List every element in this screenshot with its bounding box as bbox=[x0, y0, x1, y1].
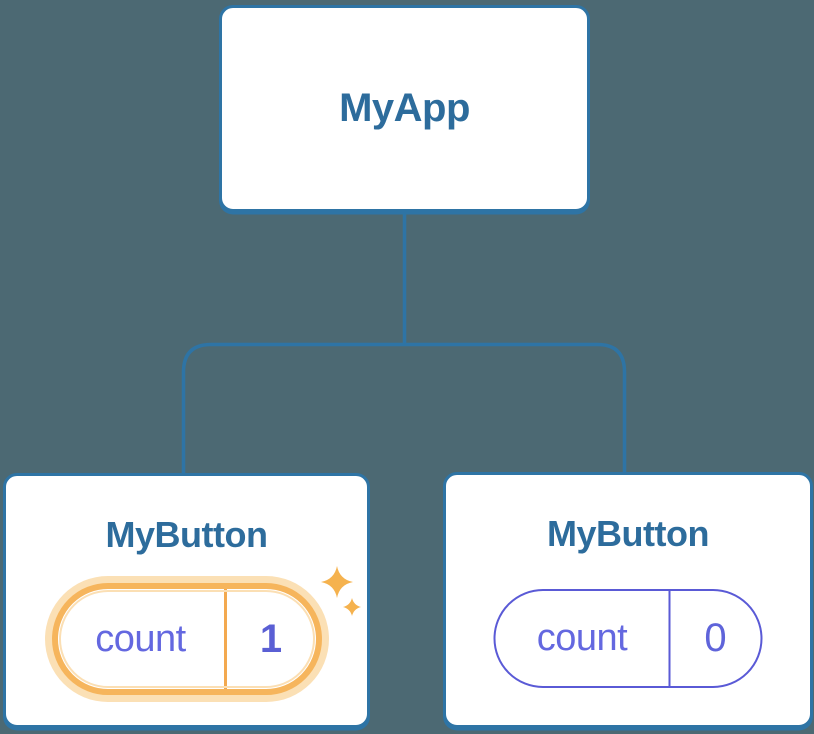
state-key-cell: count bbox=[496, 591, 669, 686]
tree-node-button-right: MyButton count 0 bbox=[443, 472, 813, 728]
tree-node-button-left: MyButton count 1 bbox=[3, 473, 370, 728]
pill-divider bbox=[223, 589, 227, 689]
state-value-label: 1 bbox=[259, 616, 283, 661]
state-pill-highlighted: count 1 bbox=[51, 583, 322, 695]
state-key-label: count bbox=[95, 617, 186, 660]
state-key-cell: count bbox=[58, 589, 224, 689]
tree-node-root: MyApp bbox=[219, 5, 590, 212]
state-value-label: 0 bbox=[704, 616, 727, 660]
left-node-label: MyButton bbox=[105, 514, 268, 555]
state-value-cell: 0 bbox=[671, 591, 761, 686]
state-value-cell: 1 bbox=[227, 589, 316, 689]
pill-divider bbox=[668, 591, 671, 686]
state-key-label: count bbox=[536, 617, 628, 659]
right-node-label: MyButton bbox=[547, 513, 709, 554]
root-node-label: MyApp bbox=[339, 86, 470, 130]
state-pill-idle: count 0 bbox=[493, 589, 763, 688]
